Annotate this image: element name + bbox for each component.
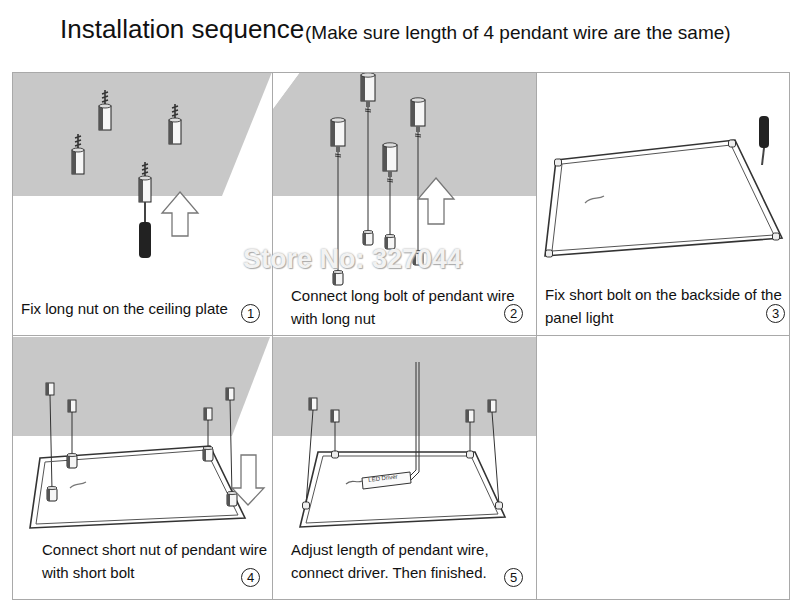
- step-panel: Fix short bolt on the backside of the pa…: [536, 72, 790, 336]
- step-panel: Adjust length of pendant wire, connect d…: [272, 335, 537, 600]
- step-caption: Fix short bolt on the backside of the pa…: [545, 283, 785, 329]
- step-caption: Connect long bolt of pendant wire with l…: [291, 284, 536, 330]
- step-panel: Connect long bolt of pendant wire with l…: [272, 72, 537, 336]
- title-note: (Make sure length of 4 pendant wire are …: [305, 22, 731, 44]
- step-panel: Connect short nut of pendant wire with s…: [12, 335, 273, 600]
- watermark: Store No: 327044: [243, 244, 462, 275]
- step-caption: Connect short nut of pendant wire with s…: [42, 538, 292, 584]
- step-caption: Fix long nut on the ceiling plate: [21, 297, 257, 320]
- diagram-title: Installation sequence: [60, 14, 304, 45]
- callout-number: 1: [241, 304, 260, 323]
- callout-number: 3: [766, 304, 785, 323]
- callout-number: 2: [504, 304, 523, 323]
- step-caption: Adjust length of pendant wire, connect d…: [291, 538, 519, 584]
- callout-number: 5: [504, 568, 523, 587]
- step-panel: Fix long nut on the ceiling plate1: [12, 72, 273, 336]
- callout-number: 4: [241, 568, 260, 587]
